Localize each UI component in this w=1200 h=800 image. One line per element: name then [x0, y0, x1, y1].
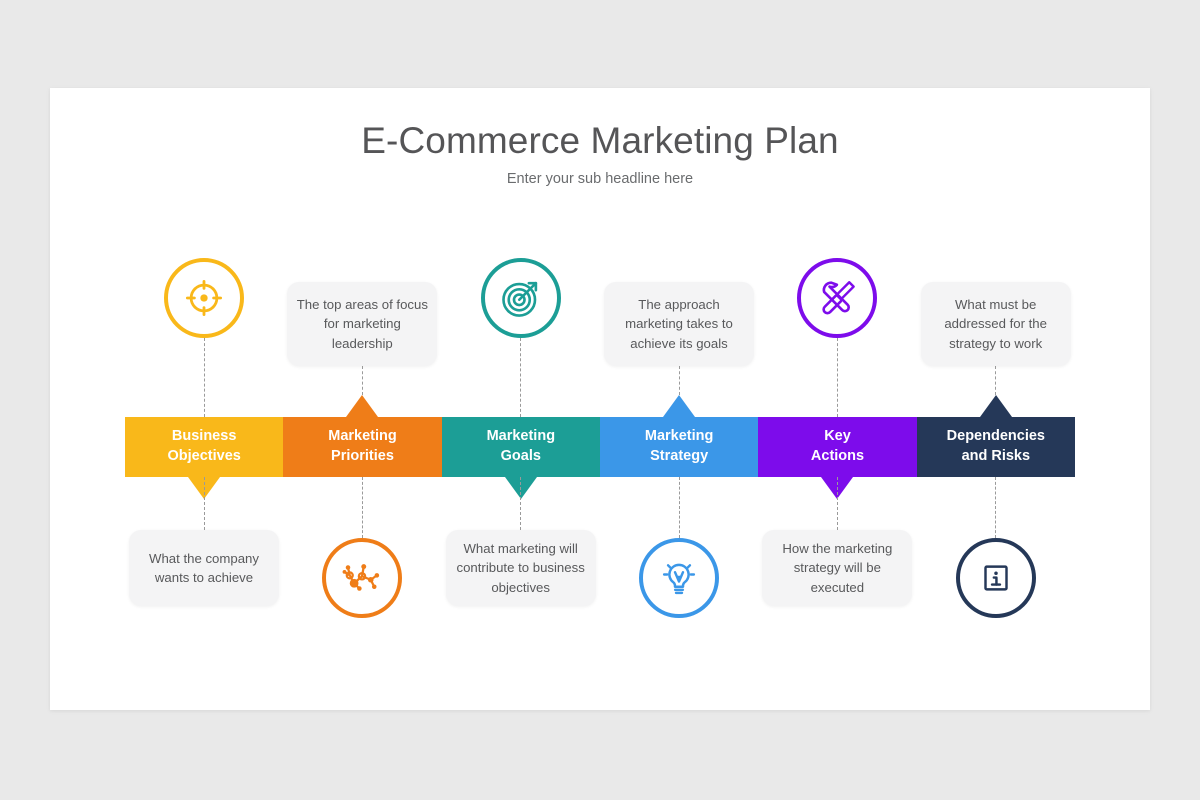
icon-badge-4[interactable] — [639, 538, 720, 618]
process-column-6: Dependencies and Risks What must be addres… — [916, 238, 1075, 658]
connector-note-to-bar-2 — [361, 366, 363, 395]
bar-segment-6[interactable]: Dependencies and Risks — [916, 417, 1075, 477]
connector-note-to-bar-4 — [678, 366, 680, 395]
connector-bar-to-icon-2 — [361, 477, 363, 538]
connector-bar-to-icon-6 — [995, 477, 997, 538]
bar-segment-label-line2: Actions — [810, 448, 865, 464]
connector-note-to-bar-6 — [995, 366, 997, 395]
arrow-up-2 — [346, 395, 379, 417]
connector-icon-to-bar-1 — [203, 338, 205, 417]
information-square-icon — [975, 557, 1017, 599]
connector-bar-to-note-5 — [836, 477, 838, 530]
bar-segment-label-line2: Goals — [500, 448, 541, 464]
bar-segment-label-line2: and Risks — [961, 448, 1031, 464]
dartboard-arrow-icon — [500, 277, 542, 319]
bar-segment-label-line1: Key — [824, 428, 851, 445]
bar-segment-label-line2: Strategy — [650, 448, 709, 464]
bar-segment-label-line1: Marketing — [486, 428, 556, 445]
icon-badge-5[interactable] — [797, 258, 878, 338]
network-nodes-icon — [341, 557, 383, 599]
slide-card: E-Commerce Marketing Plan Enter your sub… — [50, 88, 1150, 710]
bar-segment-label-line1: Marketing — [644, 428, 714, 445]
page-title: E-Commerce Marketing Plan — [361, 120, 839, 161]
note-card-5: How the marketing strategy will be execu… — [762, 530, 913, 606]
note-card-text: The top areas of focus for marketing lea… — [296, 297, 428, 351]
bar-segment-label-line1: Marketing — [328, 428, 397, 445]
bar-segment-label-line1: Dependencies — [946, 428, 1045, 445]
note-card-6: What must be addressed for the strategy … — [920, 282, 1071, 366]
note-card-text: What the company wants to achieve — [149, 550, 259, 585]
connector-bar-to-note-3 — [520, 477, 522, 530]
note-card-text: The approach marketing takes to achieve … — [625, 297, 733, 351]
bar-segment-label-line2: Objectives — [167, 448, 241, 464]
connector-bar-to-icon-4 — [678, 477, 680, 538]
icon-badge-3[interactable] — [480, 258, 561, 338]
connector-bar-to-note-1 — [203, 477, 205, 530]
connector-icon-to-bar-5 — [836, 338, 838, 417]
note-card-text: How the marketing strategy will be execu… — [782, 541, 893, 595]
note-card-text: What must be addressed for the strategy … — [944, 297, 1047, 351]
bar-segment-label-line2: Priorities — [331, 448, 394, 464]
wrench-screwdriver-tools-icon — [816, 277, 858, 319]
crosshair-target-icon — [183, 277, 225, 319]
note-card-2: The top areas of focus for marketing lea… — [287, 282, 438, 366]
icon-badge-2[interactable] — [322, 538, 403, 618]
note-card-3: What marketing will contribute to busine… — [445, 530, 596, 606]
note-card-4: The approach marketing takes to achieve … — [603, 282, 754, 366]
icon-badge-1[interactable] — [164, 258, 245, 338]
arrow-up-4 — [663, 395, 696, 417]
note-card-1: What the company wants to achieve — [129, 530, 279, 606]
lightbulb-idea-icon — [658, 557, 700, 599]
arrow-up-6 — [979, 395, 1012, 417]
bar-segment-label-line1: Business — [171, 428, 237, 445]
page-subtitle: Enter your sub headline here — [506, 171, 694, 187]
note-card-text: What marketing will contribute to busine… — [456, 541, 585, 595]
connector-icon-to-bar-3 — [520, 338, 522, 417]
icon-badge-6[interactable] — [955, 538, 1036, 618]
